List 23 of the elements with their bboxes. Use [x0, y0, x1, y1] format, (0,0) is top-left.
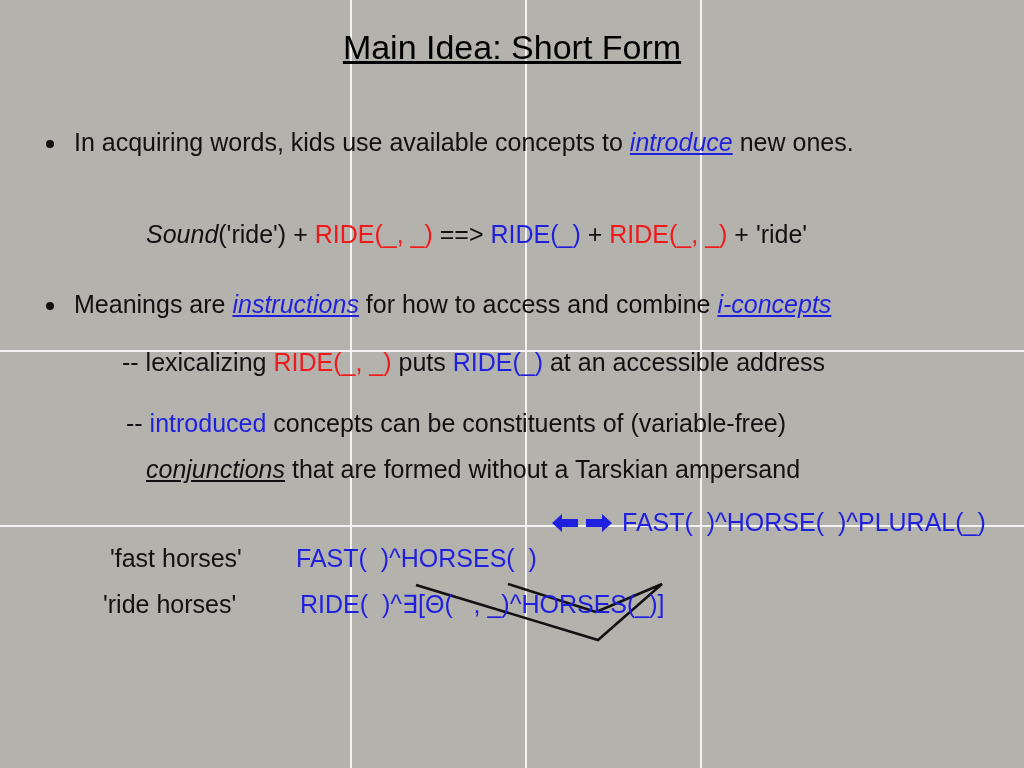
text-line: 'ride horses' — [103, 590, 237, 618]
text-line: -- — [126, 409, 143, 437]
formula-text: introduced — [149, 409, 267, 437]
formula-text: RIDE(_, _) — [273, 348, 392, 376]
text-line: at an accessible address — [549, 348, 826, 376]
slide-title: Main Idea: Short Form — [342, 28, 682, 66]
text-line: conjunctions that are formed without a Tarskian ampersand — [146, 455, 801, 483]
text-line: + 'ride' — [734, 220, 808, 248]
text-line: puts — [398, 348, 446, 376]
formula-text: RIDE(_, _) — [609, 220, 728, 248]
text-line: Meanings are instructions for how to access and combine i-concepts — [74, 290, 832, 318]
text-line: + — [587, 220, 603, 248]
formula-text: FAST( )^HORSE( )^PLURAL(_) — [622, 508, 986, 536]
formula-text: RIDE(_) — [490, 220, 581, 248]
formula-text: FAST( )^HORSES( ) — [296, 544, 537, 572]
text-line: ==> — [439, 220, 484, 248]
text-line: -- lexicalizing — [122, 348, 267, 376]
text-line: 'fast horses' — [110, 544, 242, 572]
formula-text: RIDE(_, _) — [314, 220, 433, 248]
text-line: Sound('ride') + — [146, 220, 308, 248]
text-line: In acquiring words, kids use available concepts to introduce new ones. — [74, 128, 854, 156]
formula-text: RIDE(_) — [452, 348, 543, 376]
text-line: concepts can be constituents of (variable-free) — [273, 409, 787, 437]
